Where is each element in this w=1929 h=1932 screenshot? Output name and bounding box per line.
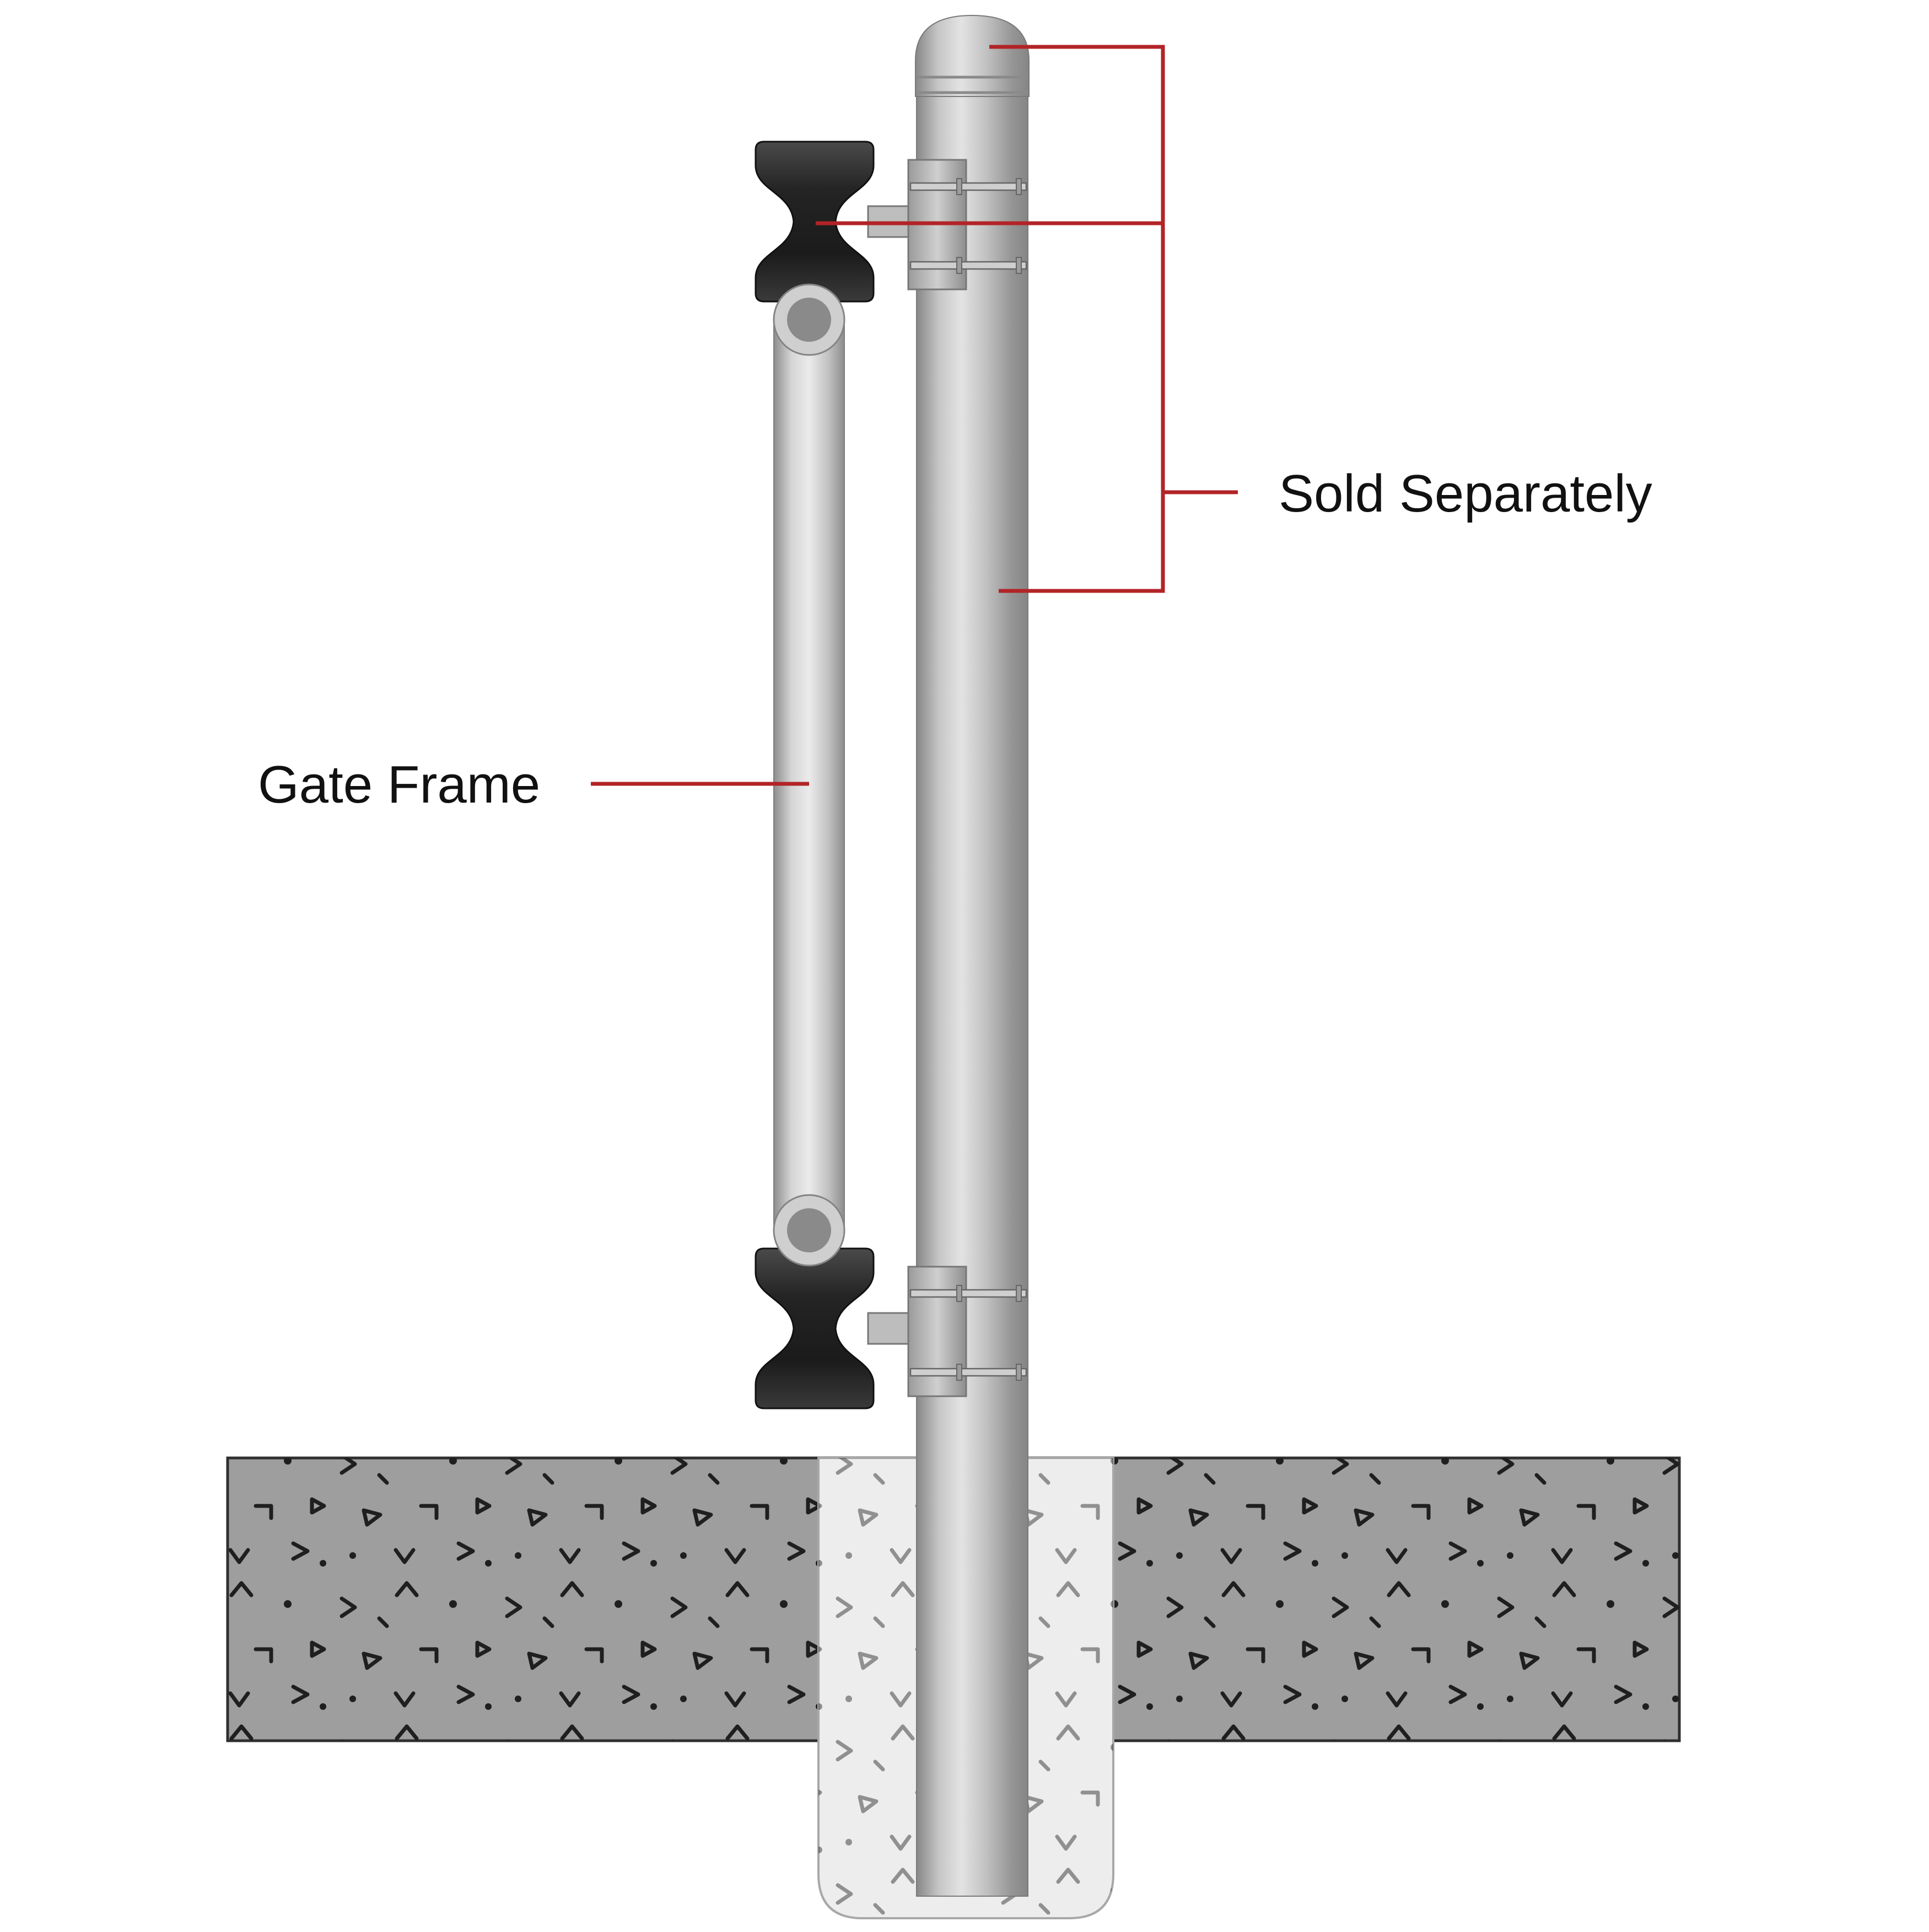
bottom-guide-roller — [755, 1247, 875, 1409]
post-dome-cap — [915, 14, 1030, 97]
gate-frame-tube-top-end — [773, 283, 845, 356]
gate-frame-tube-bottom-end — [773, 1194, 845, 1267]
gate-frame-label: Gate Frame — [258, 755, 540, 814]
sold-separately-leader-lines — [816, 45, 1238, 593]
sold-separately-label: Sold Separately — [1279, 464, 1652, 523]
gate-frame-tube — [773, 283, 845, 1267]
gate-post — [915, 14, 1030, 1897]
